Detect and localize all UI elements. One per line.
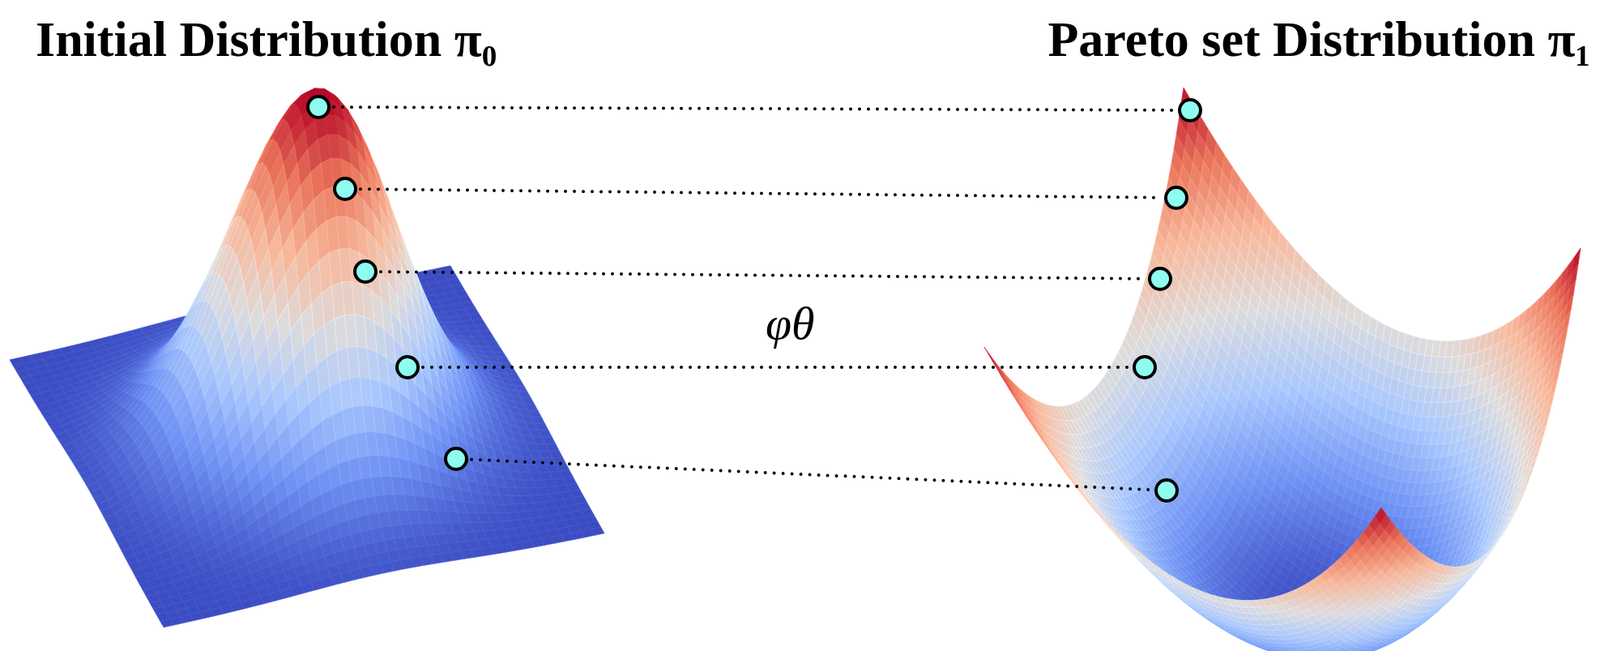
gaussian-surface xyxy=(9,88,605,628)
paraboloid-surface xyxy=(984,87,1581,651)
